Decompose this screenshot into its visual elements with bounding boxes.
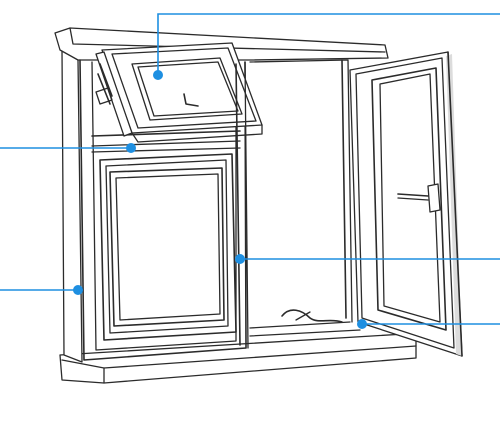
callout-top-vent: [153, 13, 500, 80]
callout-dot: [73, 285, 83, 295]
fixed-sash: [99, 153, 237, 341]
callout-mullion: [235, 254, 500, 264]
callout-transom: [0, 143, 136, 153]
callout-dot: [126, 143, 136, 153]
mullion: [235, 61, 249, 349]
callout-dot: [235, 254, 245, 264]
callout-casement-sash: [357, 319, 500, 329]
callout-dot: [153, 70, 163, 80]
callout-dot: [357, 319, 367, 329]
right-frame-opening: [249, 59, 361, 337]
top-vent-sash: [95, 42, 263, 143]
transom: [91, 130, 241, 153]
casement-sash: [349, 51, 463, 357]
casement-handle: [397, 183, 441, 213]
callout-outer-frame: [0, 285, 83, 295]
callout-layer: [0, 13, 500, 329]
